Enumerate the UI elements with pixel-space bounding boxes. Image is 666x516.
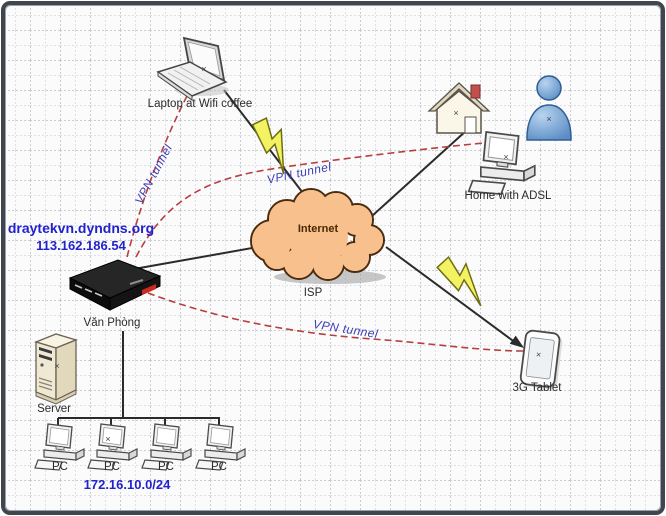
- pc-label: PC: [158, 461, 174, 473]
- server-icon: ×: [34, 333, 78, 405]
- router-ddns-text: draytekvn.dyndns.org: [8, 220, 154, 236]
- tablet-icon: ×: [519, 329, 563, 390]
- isp-label: ISP: [304, 287, 323, 299]
- person-icon: ×: [526, 75, 572, 141]
- link-internet-router: [133, 246, 259, 270]
- x-mark: ×: [453, 108, 458, 118]
- internet-label: Internet: [298, 223, 339, 235]
- link-internet-home: [371, 129, 468, 217]
- x-mark: ×: [503, 152, 508, 162]
- window-frame-inner-edge: [5, 5, 661, 511]
- x-mark: ×: [105, 434, 110, 444]
- server-label: Server: [37, 403, 71, 415]
- router-label: Văn Phòng: [84, 317, 141, 329]
- laptop-icon: ×: [156, 36, 229, 101]
- link-internet-tablet: [385, 246, 521, 347]
- internet-cloud-icon: Internet: [250, 188, 386, 284]
- x-mark: ×: [54, 361, 59, 371]
- x-mark: ×: [546, 114, 551, 124]
- vpn-tunnel-line-laptop: [126, 93, 189, 258]
- router-wan-ip-text: 113.162.186.54: [36, 238, 126, 253]
- home-label: Home with ADSL: [465, 190, 553, 202]
- vpn-tunnels: [126, 93, 525, 352]
- lan-subnet-text: 172.16.10.0/24: [84, 477, 172, 492]
- router-icon: [68, 259, 162, 311]
- house-icon: ×: [427, 82, 491, 134]
- x-mark: ×: [201, 64, 206, 74]
- laptop-label: Laptop at Wifi coffee: [148, 98, 253, 110]
- tablet-label: 3G Tablet: [512, 382, 562, 394]
- x-mark: ×: [535, 349, 541, 360]
- pc-label: PC: [211, 461, 227, 473]
- vpn-tunnel-line-home: [135, 142, 485, 258]
- vpn-tunnel-line-tablet: [147, 292, 525, 352]
- arrowhead-to-tablet: [509, 335, 524, 348]
- pc-label: PC: [52, 461, 68, 473]
- pc-label: PC: [104, 461, 120, 473]
